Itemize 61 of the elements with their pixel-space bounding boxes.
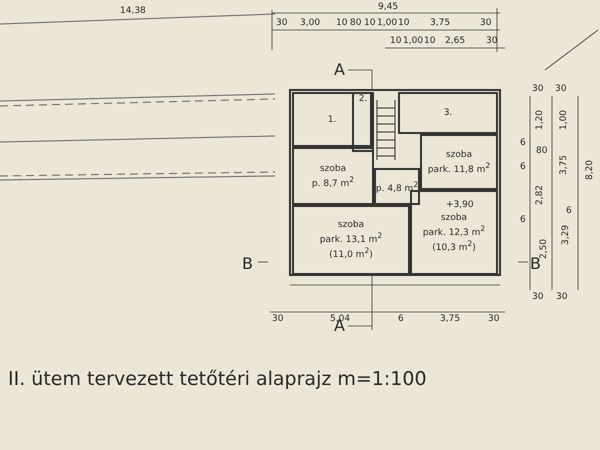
room-label: park. 12,3 m$^{2}$ (422, 224, 486, 238)
room-label: park. 11,8 m$^{2}$ (428, 160, 490, 174)
room-label: 2. (358, 94, 368, 104)
plan-caption: II. ütem tervezett tetőtéri alaprajz m=1:100 (8, 368, 427, 390)
dimension-label: 1,20 (535, 110, 546, 130)
dimension-label: 1,00 (377, 18, 398, 28)
section-mark: B (530, 256, 541, 272)
dimension-label: 2,50 (539, 238, 550, 260)
dimension-label: 2,65 (445, 36, 466, 46)
room-label: (10,3 m$^{2}$) (432, 238, 476, 252)
dimension-label: 30 (555, 84, 566, 94)
dimension-label: 10 (364, 18, 376, 28)
room-label: (11,0 m$^{2}$) (329, 246, 373, 260)
dimension-label: 2,82 (535, 184, 546, 206)
dimension-label: 8,20 (585, 160, 596, 180)
dimension-label: 3,75 (430, 18, 450, 28)
dimension-label: 6 (398, 314, 404, 324)
room-outline (374, 168, 420, 205)
dimension-label: 30 (556, 292, 568, 302)
room-outline (410, 190, 498, 275)
room-name: szoba (320, 164, 346, 174)
dimension-label: 9,45 (378, 2, 398, 12)
room-outline (292, 205, 410, 275)
room-outline (420, 134, 498, 190)
dimension-label: 1,00 (403, 36, 424, 46)
dimension-label: 10 (398, 18, 410, 28)
dimension-label: 14,38 (120, 6, 146, 16)
level-label: +3,90 (446, 200, 474, 210)
dimension-label: 80 (350, 18, 362, 28)
dimension-label: 80 (536, 146, 548, 156)
dimension-label: 6 (520, 162, 526, 172)
section-mark: A (334, 62, 345, 78)
dimension-label: 10 (424, 36, 436, 46)
dimension-label: 6 (566, 206, 572, 216)
dimension-label: 30 (276, 18, 288, 28)
dimension-label: 3,29 (561, 224, 572, 246)
dimension-label: 6 (520, 138, 526, 148)
dimension-label: 3,75 (559, 154, 570, 176)
dimension-label: 3,00 (300, 18, 320, 28)
section-mark: B (242, 256, 253, 272)
dimension-label: 30 (480, 18, 492, 28)
room-name: szoba (338, 220, 364, 230)
room-label: park. 13,1 m$^{2}$ (320, 231, 382, 245)
room-outline (398, 92, 498, 134)
dimension-label: 30 (488, 314, 500, 324)
room-name: szoba (446, 150, 472, 160)
room-name: szoba (440, 212, 468, 222)
dimension-label: 30 (532, 292, 544, 302)
dimension-label: 3,75 (440, 314, 460, 324)
dimension-label: 6 (520, 215, 526, 225)
room-label: p. 8,7 m$^{2}$ (312, 174, 354, 188)
room-label: 1. (328, 114, 336, 124)
room-outline (292, 92, 372, 147)
room-label: 3. (444, 108, 452, 118)
dimension-label: 10 (336, 18, 348, 28)
room-outline (352, 92, 374, 152)
dimension-label: 1,00 (559, 110, 570, 130)
dimension-label: 10 (390, 36, 402, 46)
room-outline (292, 147, 374, 205)
dimension-label: 30 (272, 314, 284, 324)
dimension-label: 30 (532, 84, 544, 94)
